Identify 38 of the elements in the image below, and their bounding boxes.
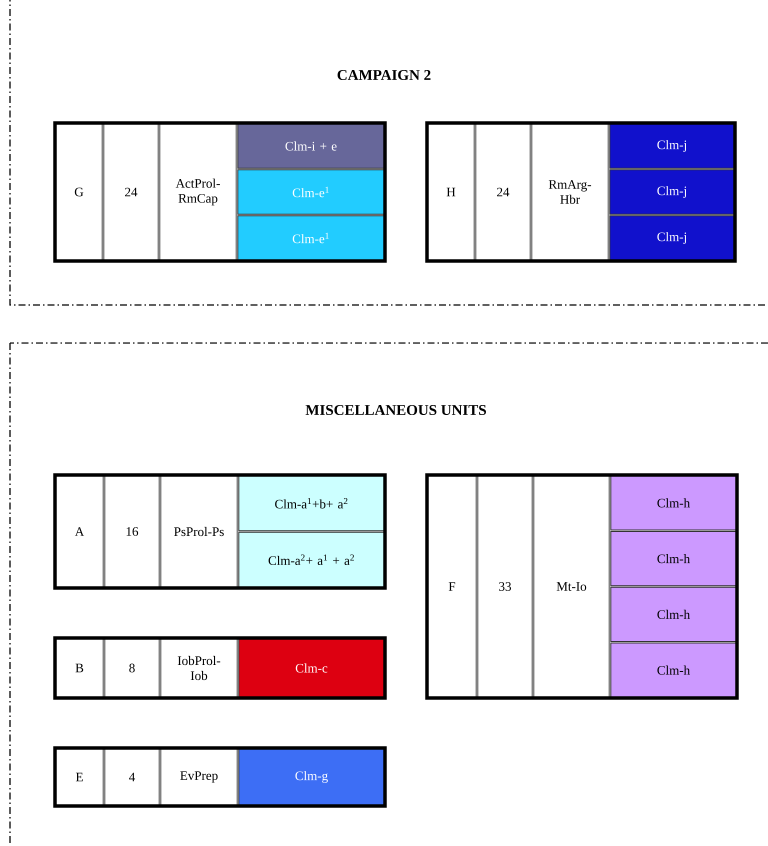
table-cell: H (427, 123, 475, 261)
table-cell: Clm-a$^{2}$+ a$^{1}$ + a$^{2}$ (238, 532, 385, 588)
table-cell: G (55, 123, 103, 261)
unit-table (53, 473, 387, 590)
table-cell: Clm-h (610, 642, 737, 698)
table-cell: B (55, 638, 104, 698)
unit-table (425, 473, 739, 700)
table-cell: 24 (475, 123, 531, 261)
table-cell: Clm-h (610, 475, 737, 530)
table-cell: 8 (104, 638, 160, 698)
table-cell: PsProl-Ps (160, 475, 238, 588)
table-cell: 16 (104, 475, 160, 588)
table-cell: Clm-g (238, 748, 385, 806)
table-cell: Clm-h (610, 531, 737, 586)
table-cell: A (55, 475, 104, 588)
table-cell: 24 (103, 123, 159, 261)
table-cell: Clm-j (609, 123, 735, 169)
table-cell: Clm-h (610, 586, 737, 642)
unit-table (53, 636, 387, 700)
table-cell: 33 (477, 475, 533, 698)
table-cell: IobProl-Iob (160, 638, 238, 698)
unit-table (53, 746, 387, 808)
table-cell: 4 (104, 748, 160, 806)
unit-table (53, 121, 387, 263)
table-cell: Clm-e$^{1}$ (237, 215, 385, 261)
table-cell: EvPrep (160, 748, 238, 806)
table-cell: F (427, 475, 477, 698)
table-cell: Clm-j (609, 169, 735, 215)
table-cell: RmArg-Hbr (531, 123, 609, 261)
unit-table (425, 121, 737, 263)
table-cell: Clm-j (609, 215, 735, 261)
table-cell: Clm-i + e (237, 123, 385, 169)
table-cell: Clm-e$^{1}$ (237, 169, 385, 215)
table-cell: ActProl-RmCap (159, 123, 237, 261)
table-cell: Mt-Io (533, 475, 610, 698)
table-cell: E (55, 748, 104, 806)
table-cell: Clm-a$^{1}$+b+ a$^{2}$ (238, 475, 385, 532)
table-cell: Clm-c (238, 638, 385, 698)
